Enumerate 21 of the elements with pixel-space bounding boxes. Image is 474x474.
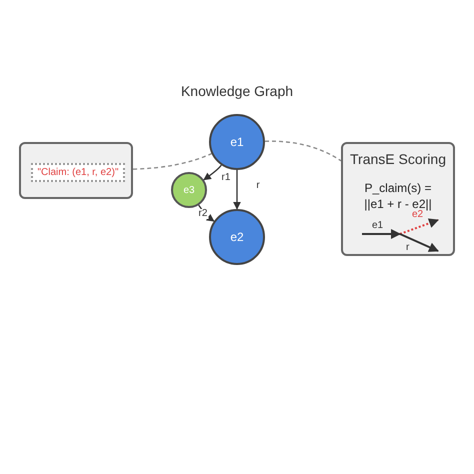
node-label: e1	[230, 134, 244, 151]
panel-title: TransE Scoring	[350, 150, 446, 169]
edge-label: r1	[220, 173, 232, 183]
dashed-connector	[132, 153, 212, 170]
scoring-box	[341, 142, 455, 256]
arrow	[198, 204, 215, 222]
vector-label: e1	[372, 221, 384, 231]
claim-text: "Claim: (e1, r, e2)"	[37, 166, 118, 180]
vector-label: e2	[412, 210, 424, 220]
claim-box	[19, 142, 133, 199]
vector-label: r	[406, 243, 410, 253]
arrow	[203, 164, 222, 180]
formula-text: P_claim(s) = ||e1 + r - e2||	[363, 180, 433, 211]
edge-label: r2	[198, 209, 208, 219]
node-label: e2	[230, 229, 244, 246]
node-label: e3	[183, 184, 195, 198]
claim-text-box	[31, 163, 125, 182]
arrow	[233, 170, 241, 210]
dashed-connector	[264, 140, 342, 162]
diagram-title: Knowledge Graph	[180, 82, 294, 101]
edge-label: r	[255, 181, 261, 191]
